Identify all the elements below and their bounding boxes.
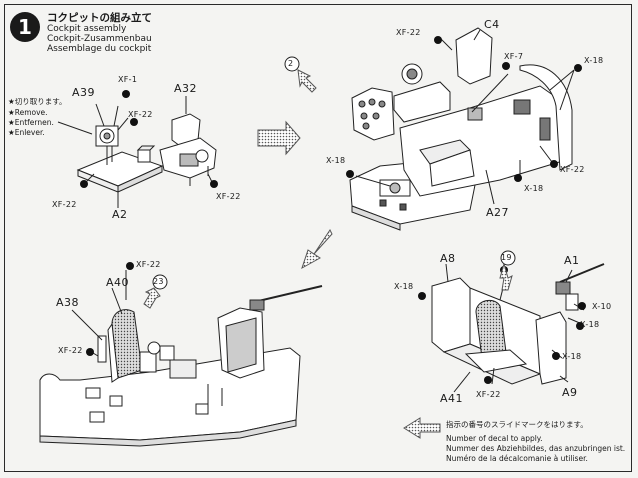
legend-de: Nummer des Abziehbildes, das anzubringen… (446, 444, 626, 453)
paint-code-label: XF-7 (504, 52, 524, 61)
paint-code-label: XF-1 (118, 75, 138, 84)
step-title-en: Cockpit assembly (47, 24, 127, 34)
remove-note-jp: ★切り取ります。 (8, 97, 67, 106)
part-label-c4: C4 (484, 18, 500, 31)
cockpit-tub-assembly (349, 27, 575, 231)
step-arrow-diagonal-icon (301, 229, 333, 270)
paint-code-label: X-18 (584, 56, 604, 65)
part-label-a8: A8 (440, 252, 456, 265)
paint-code-label: XF-22 (216, 192, 241, 201)
step-title-fr: Assemblage du cockpit (47, 44, 152, 54)
remove-note-fr: ★Enlever. (8, 128, 45, 137)
decal-number: 19 (501, 253, 512, 262)
part-label-a32: A32 (174, 82, 198, 95)
decal-arrow-icon (143, 287, 161, 309)
paint-code-label: X-10 (592, 302, 612, 311)
part-label-a9: A9 (562, 386, 578, 399)
decal-arrow-icon (297, 69, 317, 93)
legend-fr: Numéro de la décalcomanie à utiliser. (446, 454, 588, 463)
step-arrow-icon (257, 120, 301, 156)
step-number-badge: 1 (10, 12, 40, 42)
step-title-de: Cockpit-Zusammenbau (47, 34, 152, 44)
paint-code-label: XF-22 (128, 110, 153, 119)
part-label-a1: A1 (564, 254, 580, 267)
paint-code-label: X-18 (326, 156, 346, 165)
remove-note-de: ★Entfernen. (8, 118, 54, 127)
paint-code-label: XF-22 (136, 260, 161, 269)
legend-arrow-icon (403, 417, 441, 439)
paint-code-label: X-18 (580, 320, 600, 329)
decal-number-badges (152, 56, 516, 290)
part-label-a40: A40 (106, 276, 130, 289)
decal-number: 2 (288, 59, 294, 68)
bottom-left-assembly (39, 270, 323, 447)
part-label-a2: A2 (112, 208, 128, 221)
paint-code-label: XF-22 (560, 165, 585, 174)
step-title-jp: コクピットの組み立て (47, 12, 152, 24)
decal-number: 23 (153, 277, 164, 286)
legend-jp: 指示の番号のスライドマークをはります。 (446, 420, 588, 429)
paint-code-label: XF-22 (396, 28, 421, 37)
paint-code-label: X-18 (524, 184, 544, 193)
paint-code-label: XF-22 (476, 390, 501, 399)
paint-code-label: XF-22 (58, 346, 83, 355)
part-label-a38: A38 (56, 296, 80, 309)
decal-arrow-icon (499, 262, 513, 291)
panel-a2-assembly (57, 96, 217, 208)
paint-code-label: XF-22 (52, 200, 77, 209)
part-label-a41: A41 (440, 392, 464, 405)
seat-assembly (431, 263, 605, 393)
part-label-a27: A27 (486, 206, 510, 219)
legend-en: Number of decal to apply. (446, 434, 543, 443)
paint-code-label: X-18 (394, 282, 414, 291)
instruction-frame (4, 4, 632, 472)
remove-note-en: ★Remove. (8, 108, 48, 117)
paint-code-label: X-18 (562, 352, 582, 361)
part-label-a39: A39 (72, 86, 96, 99)
